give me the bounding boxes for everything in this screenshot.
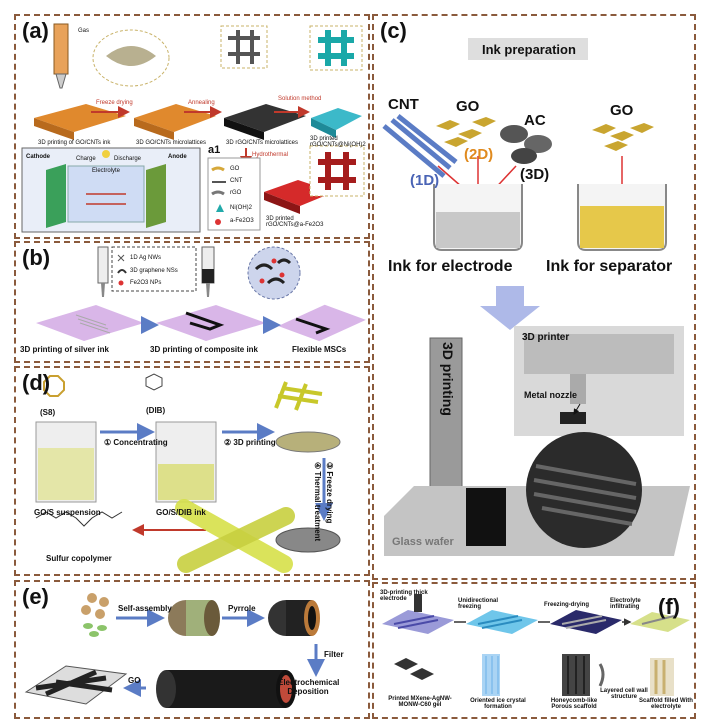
- panel-e-illustration: [24, 593, 325, 708]
- legend-nioh2: Ni(OH)2: [230, 205, 252, 211]
- panel-e: (e) Self-assembly Pyrrole Filter Electro…: [14, 580, 370, 719]
- cnt-dimension: (1D): [410, 172, 440, 189]
- 3d-printing-label: 3D printing: [440, 342, 456, 416]
- step-1-caption: 3D printing of GO/CNTs ink: [38, 140, 111, 146]
- caption-porous-scaffold: Honeycomb-like Porous scaffold: [550, 698, 598, 710]
- legend-graphene-nss: 3D graphene NSs: [130, 268, 178, 274]
- caption-scaffold-filled: Scaffold filled With electrolyte: [639, 698, 693, 710]
- step-5-caption: 3D printed rGO/CNTs@a-Fe2O3: [266, 216, 324, 228]
- electrolyte-label: Electrolyte: [92, 168, 121, 174]
- self-assembly-label: Self-assembly: [118, 604, 172, 613]
- legend-ag-nws: 1D Ag NWs: [130, 255, 162, 261]
- caption-flexible-mscs: Flexible MSCs: [292, 345, 347, 354]
- sublabel-a1: a1: [208, 144, 221, 156]
- panel-d-label: (d): [22, 370, 51, 395]
- dib-label: (DIB): [146, 406, 166, 415]
- ac-label: AC: [524, 112, 546, 129]
- caption-composite-ink: 3D printing of composite ink: [150, 345, 259, 354]
- legend-rgo: rGO: [230, 190, 242, 196]
- legend-go: GO: [230, 166, 240, 172]
- caption-sulfur-copolymer: Sulfur copolymer: [46, 554, 112, 563]
- step-freeze-drying: ③ Freeze drying: [325, 462, 334, 524]
- legend-cnt: CNT: [230, 178, 243, 184]
- glass-wafer-label: Glass wafer: [392, 536, 454, 548]
- step-concentrating: ① Concentrating: [104, 438, 168, 447]
- caption-ice-crystal: Oriented ice crystal formation: [470, 698, 526, 710]
- metal-nozzle-label: Metal nozzle: [524, 390, 578, 400]
- panel-f-illustration: [382, 594, 690, 696]
- charge-label: Charge: [76, 156, 96, 162]
- panel-d-illustration: [35, 373, 341, 573]
- arrow-solution-method: Solution method: [278, 96, 322, 102]
- s8-label: (S8): [40, 408, 56, 417]
- panel-c: (c) Ink preparation CNT (1D) GO (2D) AC …: [372, 14, 696, 580]
- panel-c-label: (c): [380, 18, 407, 43]
- go-label: GO: [456, 98, 480, 115]
- caption-gos-suspension: GO/S suspension: [34, 508, 101, 517]
- caption-layered-wall: Layered cell wall structure: [600, 688, 648, 700]
- panel-b-label: (b): [22, 245, 51, 270]
- 3d-printer-label: 3D printer: [522, 332, 570, 343]
- legend-fe2o3: a-Fe2O3: [230, 218, 254, 224]
- go-dimension: (2D): [464, 146, 494, 163]
- go-separator-label: GO: [610, 102, 634, 119]
- step-freezing-drying: Freezing-drying: [544, 602, 590, 608]
- cathode-label: Cathode: [26, 154, 50, 160]
- caption-silver-ink: 3D printing of silver ink: [20, 345, 109, 354]
- arrow-annealing: Annealing: [188, 100, 215, 106]
- step-2-caption: 3D GO/CNTs microlattices: [136, 140, 207, 146]
- step-3d-printing: ② 3D printing: [224, 438, 276, 447]
- electrochemical-deposition-label: Electrochemical Deposition: [278, 678, 340, 696]
- step-3-caption: 3D rGO/CNTs microlattices: [226, 140, 299, 146]
- panel-b: (b) 1D Ag NWs 3D graphene NSs Fe2O3 NPs …: [14, 241, 370, 363]
- legend-fe2o3-nps: Fe2O3 NPs: [130, 280, 162, 286]
- arrow-freeze-drying: Freeze drying: [96, 100, 133, 106]
- panel-c-illustration: [382, 38, 690, 556]
- ink-electrode-caption: Ink for electrode: [388, 258, 513, 275]
- panel-f-label: (f): [658, 594, 680, 619]
- go-label-e: GO: [128, 676, 141, 685]
- caption-gosdib-ink: GO/S/DIB ink: [156, 508, 206, 517]
- panel-d: (d) (S8) (DIB) ① Concentrating ② 3D prin…: [14, 366, 370, 576]
- panel-e-label: (e): [22, 584, 49, 609]
- panel-a-illustration: [21, 23, 365, 233]
- step-thermal-treatment: ④ Thermal treatment: [313, 462, 322, 542]
- pyrrole-label: Pyrrole: [228, 604, 256, 613]
- step-thick-electrode: 3D-printing thick electrode: [380, 590, 428, 602]
- step-unidirectional-freezing: Unidirectional freezing: [458, 598, 499, 610]
- panel-b-illustration: [36, 246, 366, 342]
- filter-label: Filter: [324, 650, 344, 659]
- step-4-caption: 3D printed rGO/CNTs@Ni(OH)2: [310, 136, 366, 148]
- panel-a-label: (a): [22, 18, 49, 43]
- ink-separator-caption: Ink for separator: [546, 258, 673, 275]
- discharge-label: Discharge: [114, 156, 142, 162]
- arrow-hydrothermal: Hydrothermal: [252, 152, 289, 158]
- anode-label: Anode: [168, 154, 187, 160]
- ink-preparation-title: Ink preparation: [482, 42, 576, 57]
- panel-a: (a) Gas 3D printing of GO/CNTs ink 3D GO…: [14, 14, 370, 239]
- ac-dimension: (3D): [520, 166, 550, 183]
- caption-printed-gel: Printed MXene-AgNW-MONW-C60 gel: [388, 696, 452, 708]
- gas-label: Gas: [78, 28, 90, 34]
- cnt-label: CNT: [388, 96, 419, 113]
- panel-f: (f) 3D-printing thick electrode Unidirec…: [372, 582, 696, 719]
- step-electrolyte-infiltrating: Electrolyte infiltrating: [610, 598, 641, 610]
